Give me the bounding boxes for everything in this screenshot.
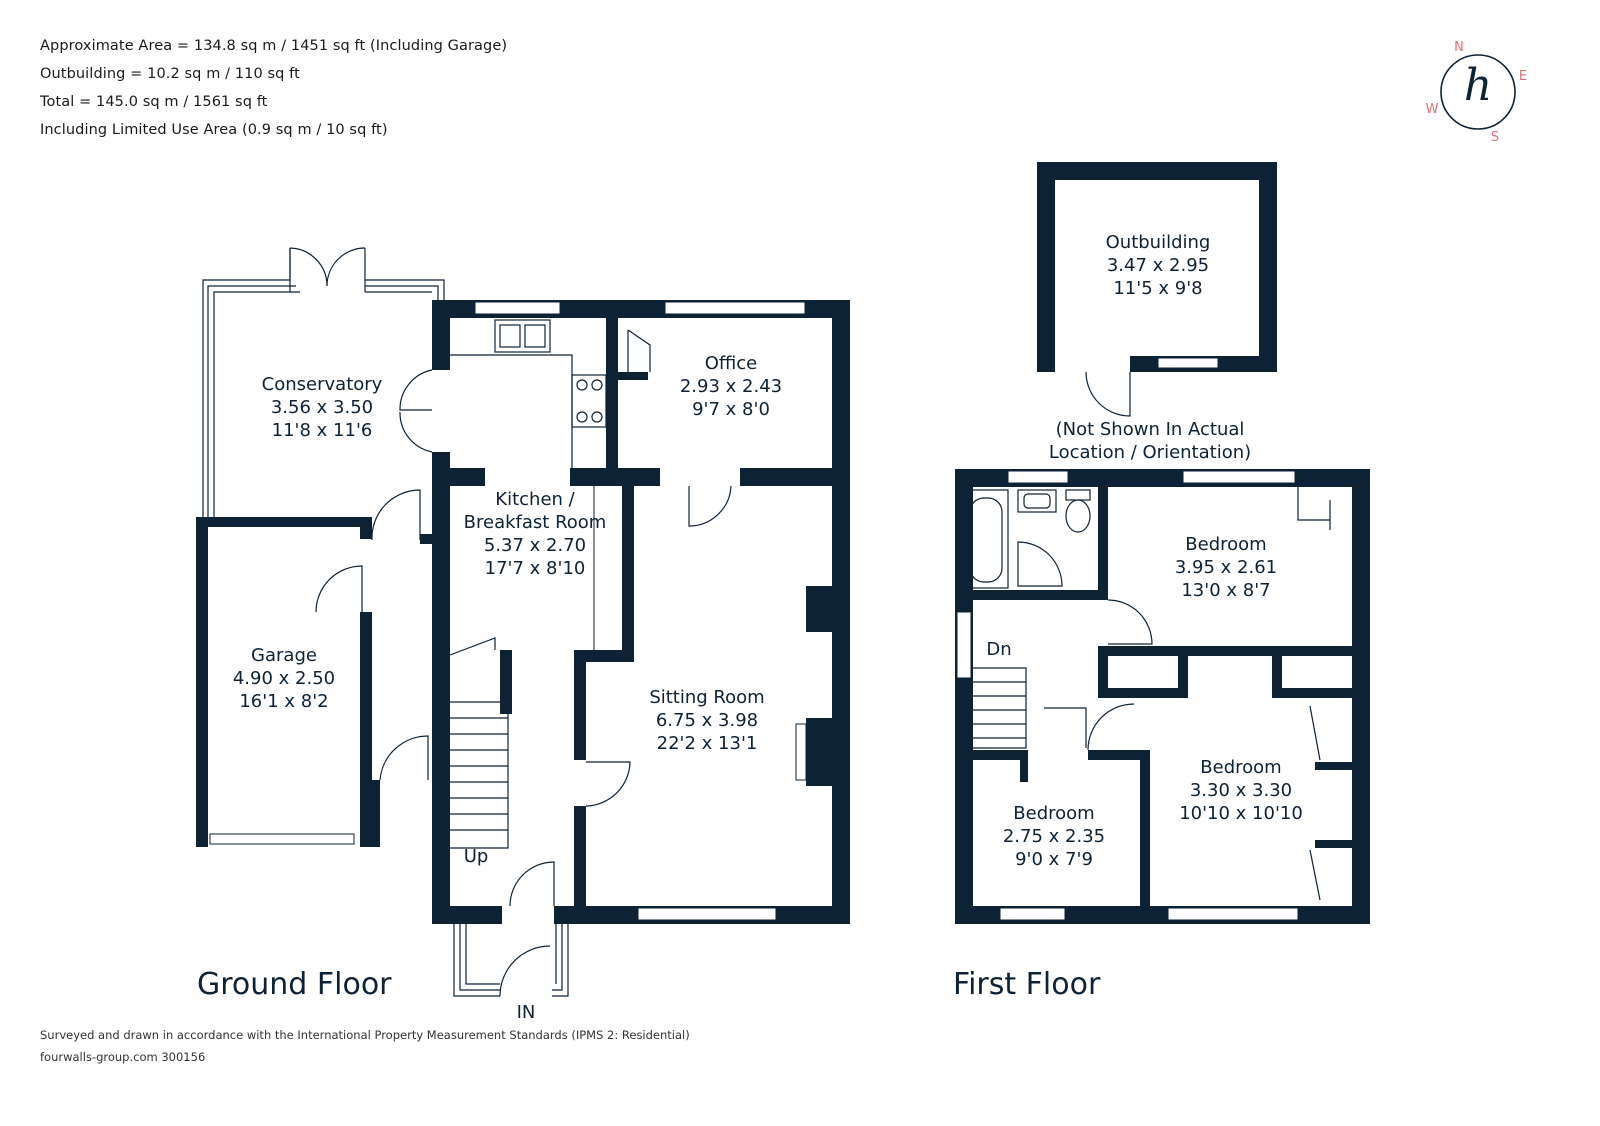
first-floor-title: First Floor xyxy=(953,967,1101,1002)
stairs-down-label: Dn xyxy=(986,639,1011,660)
compass-south: S xyxy=(1491,130,1499,145)
garage-name: Garage xyxy=(251,645,317,666)
stairs-up-label: Up xyxy=(464,846,489,867)
logo-mark: h xyxy=(1464,60,1492,111)
kitchen-imperial: 17'7 x 8'10 xyxy=(485,558,586,579)
garage-imperial: 16'1 x 8'2 xyxy=(239,691,328,712)
outbuilding-note-line1: (Not Shown In Actual xyxy=(1056,419,1245,440)
outbuilding-area-line: Outbuilding = 10.2 sq m / 110 sq ft xyxy=(40,66,300,82)
limited-use-area-line: Including Limited Use Area (0.9 sq m / 1… xyxy=(40,122,388,138)
bedroom-1-metric: 3.95 x 2.61 xyxy=(1175,557,1277,578)
kitchen-name-line2: Breakfast Room xyxy=(464,512,607,533)
ground-floor-title: Ground Floor xyxy=(197,967,392,1002)
outbuilding-imperial: 11'5 x 9'8 xyxy=(1113,278,1202,299)
compass-east: E xyxy=(1519,69,1527,84)
bedroom-2-imperial: 10'10 x 10'10 xyxy=(1179,803,1303,824)
bedroom-2-metric: 3.30 x 3.30 xyxy=(1190,780,1292,801)
bathtub-icon xyxy=(963,489,1009,589)
compass-north: N xyxy=(1454,40,1464,55)
sitting-room-name: Sitting Room xyxy=(649,687,764,708)
entrance-label: IN xyxy=(517,1002,536,1023)
basin-icon xyxy=(1017,489,1057,513)
bedroom-3-imperial: 9'0 x 7'9 xyxy=(1015,849,1093,870)
bedroom-1-imperial: 13'0 x 8'7 xyxy=(1181,580,1270,601)
compass-west: W xyxy=(1426,102,1439,117)
total-area-line: Total = 145.0 sq m / 1561 sq ft xyxy=(40,94,268,110)
kitchen-metric: 5.37 x 2.70 xyxy=(484,535,586,556)
outbuilding-note-line2: Location / Orientation) xyxy=(1049,442,1251,463)
bedroom-1-name: Bedroom xyxy=(1185,534,1266,555)
conservatory-metric: 3.56 x 3.50 xyxy=(271,397,373,418)
sitting-room-imperial: 22'2 x 13'1 xyxy=(657,733,758,754)
stairs-icon xyxy=(450,717,508,831)
conservatory-imperial: 11'8 x 11'6 xyxy=(272,420,373,441)
first-floor-plan xyxy=(955,469,1370,924)
outbuilding-name: Outbuilding xyxy=(1106,232,1211,253)
area-summary-line: Approximate Area = 134.8 sq m / 1451 sq … xyxy=(40,38,508,54)
bedroom-3-name: Bedroom xyxy=(1013,803,1094,824)
bedroom-2-name: Bedroom xyxy=(1200,757,1281,778)
office-imperial: 9'7 x 8'0 xyxy=(692,399,770,420)
sink-icon xyxy=(494,319,551,353)
office-name: Office xyxy=(705,353,758,374)
ground-floor-plan xyxy=(196,247,850,997)
outbuilding-metric: 3.47 x 2.95 xyxy=(1107,255,1209,276)
outbuilding-plan xyxy=(1037,162,1277,417)
reference-note: fourwalls-group.com 300156 xyxy=(40,1050,206,1064)
office-metric: 2.93 x 2.43 xyxy=(680,376,782,397)
bedroom-3-metric: 2.75 x 2.35 xyxy=(1003,826,1105,847)
toilet-icon xyxy=(1065,489,1091,533)
conservatory-name: Conservatory xyxy=(262,374,383,395)
kitchen-name-line1: Kitchen / xyxy=(495,489,575,510)
survey-note: Surveyed and drawn in accordance with th… xyxy=(40,1028,690,1042)
compass-icon: h N E S W xyxy=(1426,40,1528,145)
hob-icon xyxy=(571,374,607,428)
first-floor-stairs-icon xyxy=(973,681,1026,739)
sitting-room-metric: 6.75 x 3.98 xyxy=(656,710,758,731)
garage-metric: 4.90 x 2.50 xyxy=(233,668,335,689)
